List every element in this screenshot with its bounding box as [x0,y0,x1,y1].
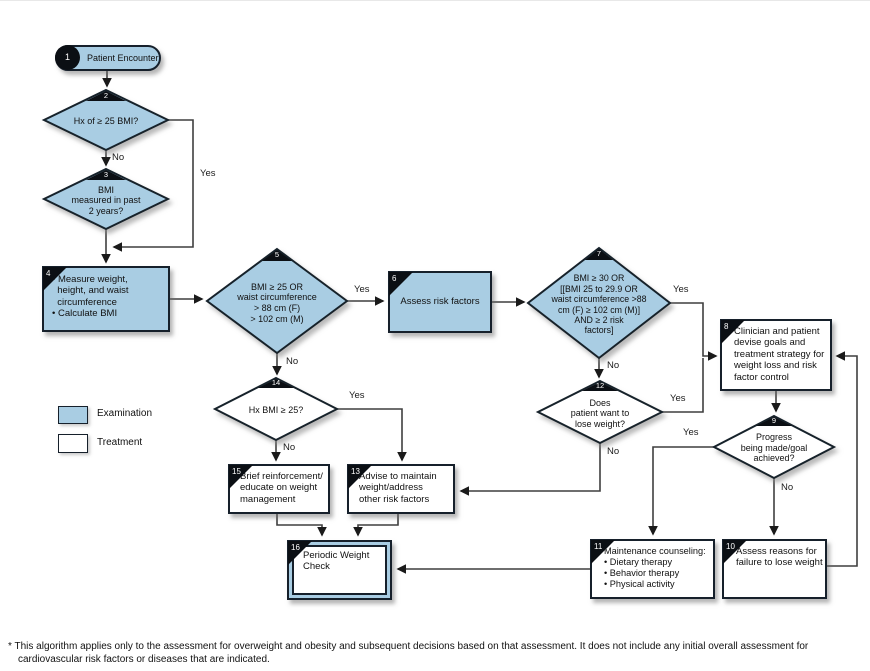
edge-15-to-16 [276,514,327,537]
legend-treatment-swatch [58,434,88,453]
node-number-badge: 6 [392,274,397,283]
node-7-shape [526,246,672,360]
node-number-badge: 1 [55,45,80,70]
node-14-shape [212,376,340,442]
node-number-badge: 3 [103,170,109,179]
node-7-notch [585,249,613,260]
edge-label-yes: Yes [673,284,689,295]
footnote: * This algorithm applies only to the ass… [8,641,809,665]
edge-12-no-to-13 [459,443,601,496]
node-hx-bmi-25-question: Hx BMI ≥ 25? [248,405,304,416]
node-number-corner [721,320,745,344]
node-number-corner [348,465,372,489]
edge-label-yes: Yes [200,168,216,179]
node-number-badge: 13 [351,467,360,476]
node-patient-encounter: 1 Patient Encounter [55,45,161,71]
node-number-corner [288,541,312,565]
node-bmi-25-or-waist: BMI ≥ 25 OR waist circumference > 88 cm … [237,281,317,324]
node-9-notch [756,417,792,426]
node-brief-reinforcement: 15 Brief reinforcement/ educate on weigh… [228,464,330,514]
node-text: Clinician and patient devise goals and t… [734,326,825,383]
edge-13-to-16 [353,514,399,537]
edge-label-no: No [283,442,296,453]
node-2-shape [41,88,171,152]
node-number-corner [43,267,67,291]
node-bmi-measured-past-2-years: BMI measured in past 2 years? [71,184,141,216]
node-text: Maintenance counseling: • Dietary therap… [604,546,706,590]
node-12-shape [535,379,665,445]
node-number-corner [723,540,747,564]
node-text: Advise to maintain weight/address other … [359,471,437,505]
node-number-badge: 10 [726,542,735,551]
node-number-badge: 9 [771,416,777,425]
node-text: Assess risk factors [400,296,480,308]
node-text: Periodic Weight Check [303,550,370,573]
node-5-shape [205,247,349,355]
node-does-patient-want-lose-weight: Does patient want to lose weight? [570,397,630,429]
edge-9-yes-to-11 [648,446,714,536]
node-measure-weight-height-waist: 4 • Measure weight, height, and waist ci… [42,266,170,332]
node-label: Patient Encounter [87,53,159,63]
node-number-badge: 5 [274,250,280,259]
node-text: • Measure weight, height, and waist circ… [52,274,129,320]
node-number-badge: 14 [271,378,281,387]
node-bmi-30-or-risk: BMI ≥ 30 OR [[BMI 25 to 29.9 OR waist ci… [551,273,647,336]
edge-label-no: No [607,446,620,457]
node-text: Assess reasons for failure to lose weigh… [736,546,823,569]
node-number-corner [389,272,413,296]
node-assess-reasons-failure: 10 Assess reasons for failure to lose we… [722,539,827,599]
edge-14-yes-to-13 [337,408,407,462]
edge-label-yes: Yes [349,390,365,401]
edge-label-no: No [781,482,794,493]
edge-label-no: No [112,152,125,163]
node-maintenance-counseling: 11 Maintenance counseling: • Dietary the… [590,539,715,599]
node-number-badge: 2 [103,91,109,100]
node-9-shape [711,414,837,480]
node-number-badge: 15 [232,467,241,476]
node-number-badge: 11 [594,542,603,551]
edge-label-no: No [607,360,620,371]
node-2-notch [86,91,126,101]
node-clinician-devise-goals: 8 Clinician and patient devise goals and… [720,319,832,391]
node-number-badge: 12 [595,381,605,390]
legend-examination-swatch [58,406,88,424]
node-14-notch [258,379,294,388]
node-12-notch [582,382,618,391]
node-hx-bmi-25: Hx of ≥ 25 BMI? [73,116,139,127]
edge-10-to-8-loop [827,351,858,567]
node-assess-risk-factors: 6 Assess risk factors [388,271,492,333]
node-5-notch [262,250,292,261]
node-number-corner [591,540,615,564]
node-number-badge: 16 [291,543,300,552]
node-3-shape [41,167,171,231]
legend-treatment-label: Treatment [97,437,143,448]
node-advise-maintain-weight: 13 Advise to maintain weight/address oth… [347,464,455,514]
edge-7-yes-to-8 [670,302,718,361]
edge-label-yes: Yes [354,284,370,295]
edge-label-no: No [286,356,299,367]
node-number-badge: 7 [596,249,602,258]
legend-examination-label: Examination [97,408,153,419]
edge-12-yes-to-8 [662,358,704,413]
node-3-notch [86,170,126,180]
node-periodic-weight-check: Periodic Weight Check 16 [287,540,392,600]
node-number-badge: 8 [724,322,729,331]
edge-label-yes: Yes [670,393,686,404]
node-number-corner [229,465,253,489]
node-progress-being-made: Progress being made/goal achieved? [740,432,808,464]
node-number-badge: 4 [46,269,51,278]
edge-2-yes-to-4 [112,119,194,252]
edge-label-yes: Yes [683,427,699,438]
